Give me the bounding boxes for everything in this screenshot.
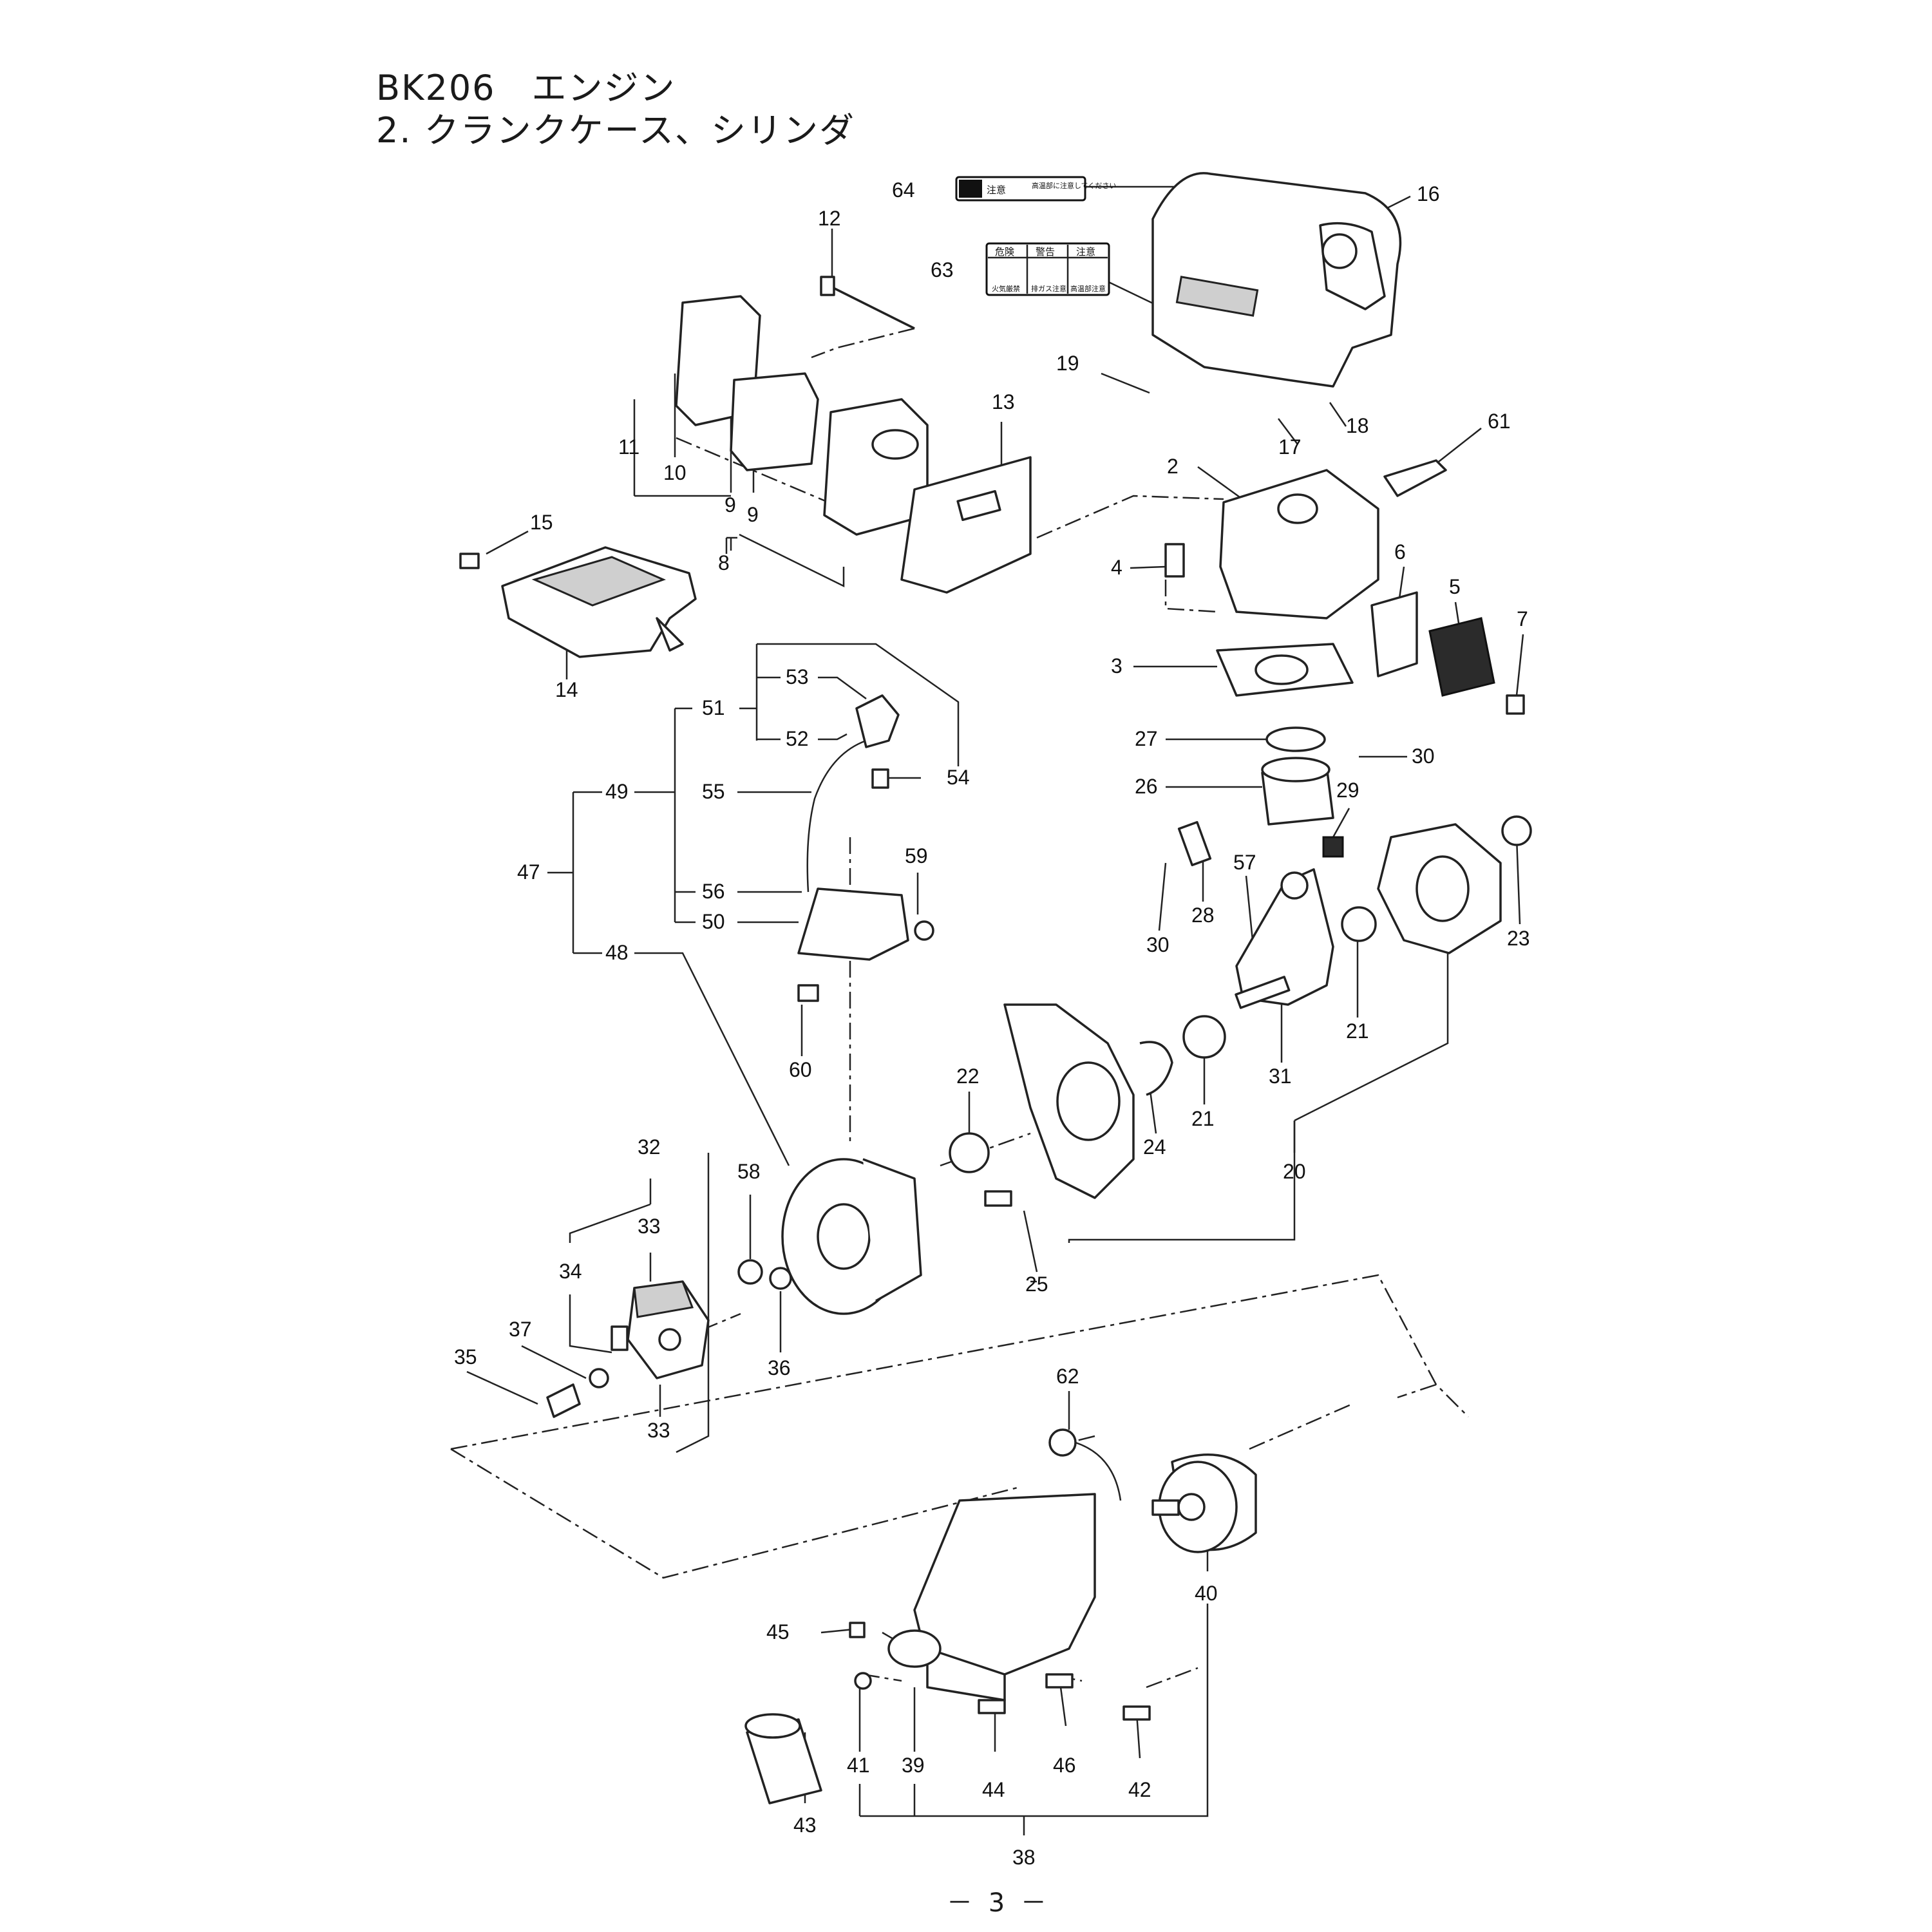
air-cleaner-cover (459, 546, 697, 658)
label-64-sub: 高温部に注意してください (1032, 181, 1116, 190)
callout-51: 51 (702, 696, 725, 719)
callout-56: 56 (702, 880, 725, 903)
callout-15: 15 (530, 511, 553, 534)
callout-22: 22 (956, 1065, 980, 1088)
callout-9b: 9 (747, 503, 759, 526)
callout-12: 12 (818, 207, 841, 230)
callout-35: 35 (454, 1345, 477, 1368)
engine-cover (1151, 172, 1402, 388)
callout-59: 59 (905, 844, 928, 867)
callout-18: 18 (1346, 414, 1369, 437)
callout-27: 27 (1135, 727, 1158, 750)
callout-26: 26 (1135, 775, 1158, 798)
callout-23: 23 (1507, 927, 1530, 950)
clutch-assembly (546, 1280, 710, 1418)
callout-2: 2 (1167, 455, 1179, 478)
label-63-warning: 警告 (1036, 246, 1055, 258)
callout-3: 3 (1111, 654, 1122, 677)
section-title: 2. クランクケース、シリンダ (376, 110, 855, 151)
callout-53: 53 (786, 665, 809, 688)
label-63-danger: 危険 (995, 246, 1014, 258)
callout-40: 40 (1195, 1582, 1218, 1605)
label-63-caution: 注意 (1076, 246, 1095, 258)
callout-55: 55 (702, 780, 725, 803)
clutch-case-and-drum (744, 1428, 1257, 1804)
callout-47: 47 (517, 860, 540, 884)
callout-31: 31 (1269, 1065, 1292, 1088)
label-63-sub-3: 高温部注意 (1070, 284, 1106, 293)
callout-5: 5 (1449, 575, 1461, 598)
callout-7: 7 (1517, 607, 1528, 630)
callout-43: 43 (793, 1814, 817, 1837)
callout-39: 39 (902, 1754, 925, 1777)
callout-61: 61 (1488, 410, 1511, 433)
callout-8: 8 (718, 551, 730, 574)
assembly-guide-lines (450, 327, 1469, 1695)
callout-6: 6 (1394, 540, 1406, 564)
callout-28: 28 (1191, 904, 1215, 927)
callout-58: 58 (737, 1160, 761, 1183)
callout-44: 44 (982, 1778, 1005, 1801)
callout-20: 20 (1283, 1160, 1306, 1183)
callout-19: 19 (1056, 352, 1079, 375)
crankcase (949, 823, 1502, 1207)
callout-62: 62 (1056, 1365, 1079, 1388)
callout-25: 25 (1025, 1273, 1048, 1296)
callout-29: 29 (1336, 779, 1359, 802)
piston-and-crankshaft (1177, 726, 1532, 1009)
page-number: － 3 － (947, 1888, 1050, 1918)
muffler-assembly (675, 276, 1032, 594)
model-title: BK206 エンジン (376, 68, 676, 108)
callout-48: 48 (605, 941, 629, 964)
callout-4: 4 (1111, 556, 1122, 579)
callout-24: 24 (1143, 1135, 1166, 1159)
callout-52: 52 (786, 727, 809, 750)
callout-36: 36 (768, 1356, 791, 1379)
callout-21-right: 21 (1346, 1019, 1369, 1043)
label-63-sub-2: 排ガス注意 (1031, 284, 1066, 293)
warning-label-64: 注意 高温部に注意してください (955, 176, 1116, 202)
callout-16: 16 (1417, 182, 1440, 205)
callout-30-right: 30 (1412, 744, 1435, 768)
callout-45: 45 (766, 1620, 790, 1643)
callout-63: 63 (931, 258, 954, 281)
cylinder-and-plug (1164, 459, 1525, 715)
callout-60: 60 (789, 1058, 812, 1081)
callout-46: 46 (1053, 1754, 1076, 1777)
callout-17: 17 (1278, 435, 1302, 459)
callout-50: 50 (702, 910, 725, 933)
callout-41: 41 (847, 1754, 870, 1777)
callout-10: 10 (663, 461, 687, 484)
callout-numbers: 64 63 16 12 19 13 18 17 61 2 11 10 9 9 8… (454, 178, 1530, 1869)
warning-label-63: 危険 警告 注意 火気厳禁 排ガス注意 高温部注意 (985, 242, 1110, 296)
callout-57: 57 (1233, 851, 1256, 874)
callout-11: 11 (618, 435, 639, 459)
callout-32: 32 (638, 1135, 661, 1159)
callout-13: 13 (992, 390, 1015, 413)
callout-54: 54 (947, 766, 970, 789)
callout-33-top: 33 (638, 1215, 661, 1238)
callout-34: 34 (559, 1260, 582, 1283)
callout-37: 37 (509, 1318, 532, 1341)
callout-9a: 9 (724, 493, 736, 516)
callout-49: 49 (605, 780, 629, 803)
callout-42: 42 (1128, 1778, 1151, 1801)
ignition-coil (797, 694, 934, 1002)
label-64-text: 注意 (987, 184, 1006, 196)
label-63-sub-1: 火気厳禁 (992, 284, 1020, 293)
callout-14: 14 (555, 678, 578, 701)
callout-30-left: 30 (1146, 933, 1170, 956)
callout-33-bottom: 33 (647, 1419, 670, 1442)
flywheel (737, 1158, 922, 1315)
callout-64: 64 (892, 178, 915, 202)
callout-21-left: 21 (1191, 1107, 1215, 1130)
callout-38: 38 (1012, 1846, 1036, 1869)
